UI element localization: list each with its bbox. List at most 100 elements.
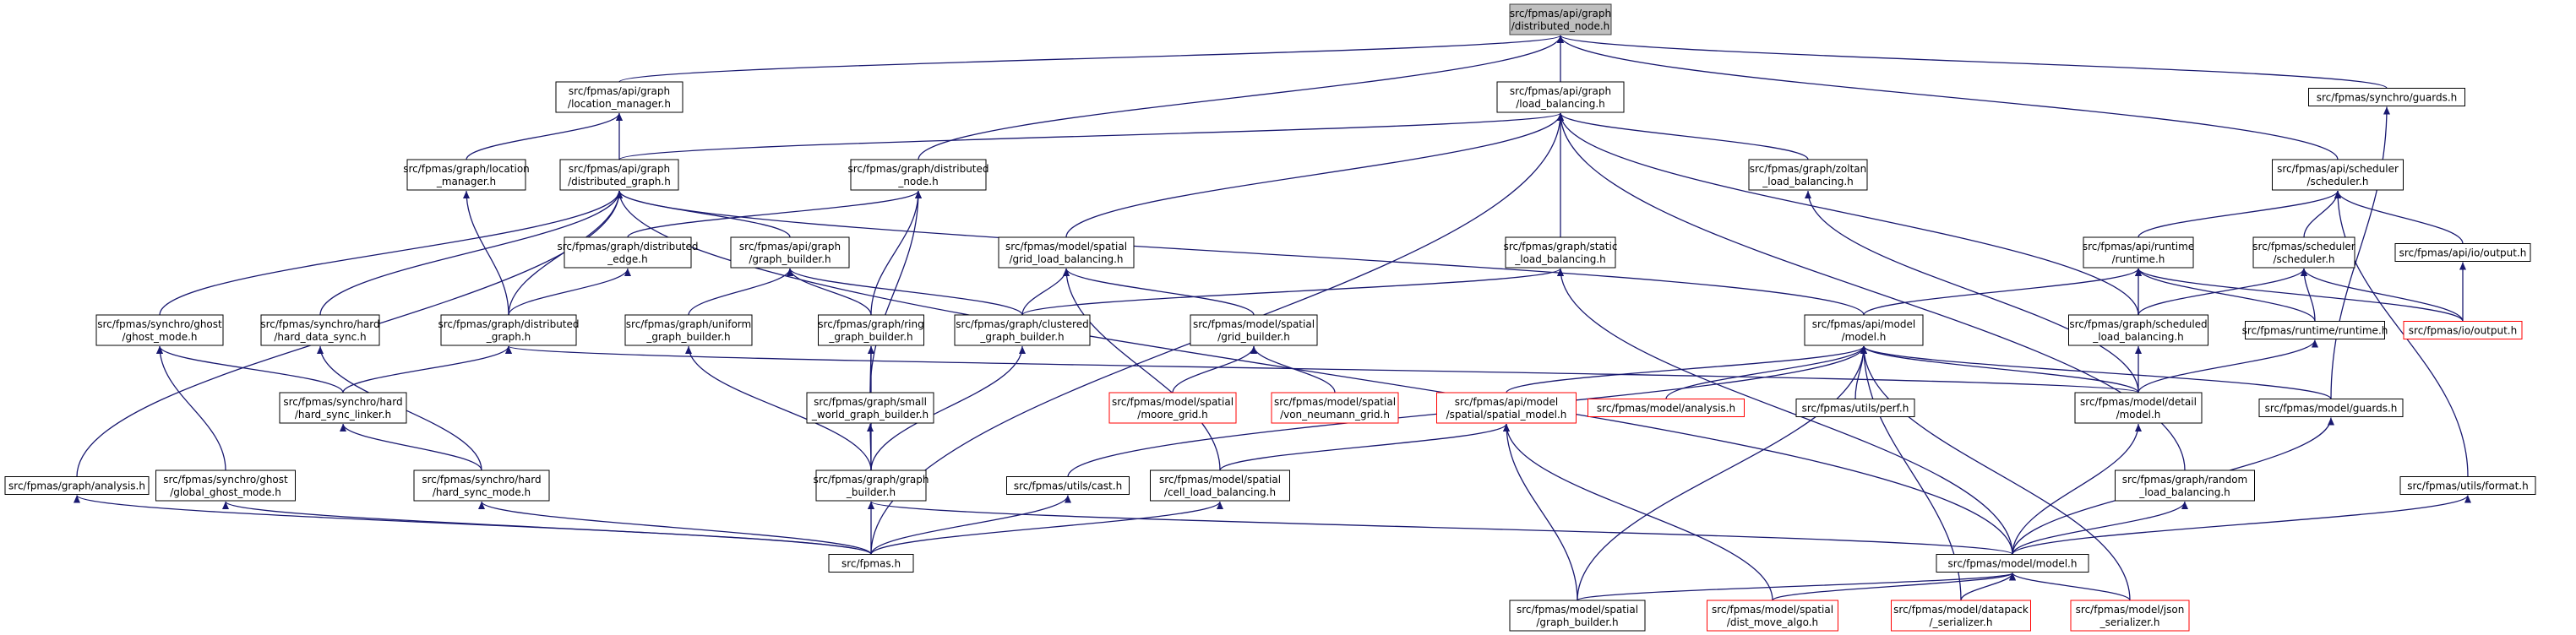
- graph-node-n38[interactable]: src/fpmas/synchro/hard/hard_sync_mode.h: [413, 469, 550, 502]
- graph-node-n14[interactable]: src/fpmas/scheduler/scheduler.h: [2252, 236, 2355, 269]
- node-label: src/fpmas/synchro/ghost: [97, 318, 222, 330]
- graph-node-n2[interactable]: src/fpmas/api/graph/load_balancing.h: [1496, 81, 1625, 113]
- node-label: src/fpmas/model/spatial: [1112, 396, 1234, 408]
- graph-node-n9[interactable]: src/fpmas/graph/distributed_edge.h: [557, 236, 699, 269]
- node-label: _graph.h: [486, 331, 531, 343]
- edge-n39-to-n19: [685, 345, 872, 471]
- graph-node-n36[interactable]: src/fpmas/graph/analysis.h: [4, 476, 150, 495]
- graph-node-n39[interactable]: src/fpmas/graph/graph_builder.h: [813, 469, 929, 502]
- edge-n34-to-n18: [505, 345, 2139, 393]
- node-box: [2115, 469, 2255, 502]
- node-label: src/fpmas/utils/cast.h: [1014, 480, 1122, 492]
- node-box: [2399, 476, 2536, 495]
- edge-n39-to-n21: [870, 345, 1026, 471]
- graph-node-n22[interactable]: src/fpmas/model/spatial/grid_builder.h: [1190, 314, 1318, 346]
- edge-n31-to-n23: [1506, 345, 1867, 393]
- graph-node-n49[interactable]: src/fpmas/model/json_serializer.h: [2070, 600, 2190, 632]
- graph-node-n5[interactable]: src/fpmas/api/graph/distributed_graph.h: [559, 159, 679, 191]
- graph-node-n41[interactable]: src/fpmas/model/spatial/cell_load_balanc…: [1150, 469, 1290, 502]
- edge-n21-to-n12: [1021, 268, 1564, 316]
- graph-node-n42[interactable]: src/fpmas/graph/random_load_balancing.h: [2115, 469, 2255, 502]
- graph-node-n8[interactable]: src/fpmas/api/scheduler/scheduler.h: [2272, 159, 2404, 191]
- node-label: _manager.h: [436, 176, 496, 187]
- graph-node-n35[interactable]: src/fpmas/model/guards.h: [2258, 399, 2404, 417]
- graph-node-n12[interactable]: src/fpmas/graph/static_load_balancing.h: [1504, 236, 1618, 269]
- node-label: /graph_builder.h: [1536, 616, 1618, 628]
- node-layer: src/fpmas/api/graph/distributed_node.hsr…: [4, 3, 2536, 632]
- node-label: /von_neumann_grid.h: [1280, 409, 1390, 421]
- graph-node-n28[interactable]: src/fpmas/graph/small_world_graph_builde…: [806, 392, 934, 424]
- node-label: /ghost_mode.h: [122, 331, 197, 343]
- graph-node-n6[interactable]: src/fpmas/graph/distributed_node.h: [847, 159, 989, 191]
- node-label: /dist_move_algo.h: [1727, 616, 1818, 628]
- graph-node-n21[interactable]: src/fpmas/graph/clustered_graph_builder.…: [954, 314, 1091, 346]
- graph-node-n24[interactable]: src/fpmas/graph/scheduled_load_balancing…: [2068, 314, 2208, 346]
- node-label: _node.h: [897, 176, 938, 187]
- graph-node-n3[interactable]: src/fpmas/synchro/guards.h: [2308, 88, 2465, 106]
- graph-node-n10[interactable]: src/fpmas/api/graph/graph_builder.h: [730, 236, 850, 269]
- node-label: src/fpmas/api/graph: [1510, 8, 1611, 19]
- node-label: src/fpmas/graph/distributed: [557, 241, 698, 252]
- node-box: [2308, 88, 2465, 106]
- edge-n6-to-n0: [918, 35, 1564, 160]
- node-label: src/fpmas/runtime/runtime.h: [2242, 325, 2388, 337]
- graph-node-n32[interactable]: src/fpmas/model/analysis.h: [1588, 399, 1745, 417]
- edge-n39-to-n28: [867, 423, 874, 471]
- graph-node-n0[interactable]: src/fpmas/api/graph/distributed_node.h: [1509, 3, 1612, 35]
- node-box: [624, 314, 753, 346]
- edge-n21-to-n11: [1021, 268, 1070, 316]
- edge-n27-to-n16: [156, 345, 344, 393]
- node-box: [954, 314, 1091, 346]
- graph-node-n4[interactable]: src/fpmas/graph/location_manager.h: [403, 159, 530, 191]
- graph-node-n33[interactable]: src/fpmas/utils/perf.h: [1795, 399, 1915, 417]
- node-label: _edge.h: [607, 253, 647, 265]
- node-box: [4, 476, 150, 495]
- node-label: src/fpmas/model/model.h: [1948, 558, 2078, 570]
- graph-node-n26[interactable]: src/fpmas/io/output.h: [2403, 321, 2523, 339]
- graph-node-n40[interactable]: src/fpmas/utils/cast.h: [1006, 476, 1130, 495]
- graph-node-n27[interactable]: src/fpmas/synchro/hard/hard_sync_linker.…: [279, 392, 407, 424]
- graph-node-n48[interactable]: src/fpmas/model/datapack/_serializer.h: [1891, 600, 2031, 632]
- graph-node-n15[interactable]: src/fpmas/api/io/output.h: [2394, 243, 2531, 262]
- graph-node-n20[interactable]: src/fpmas/graph/ring_graph_builder.h: [818, 314, 924, 346]
- graph-node-n47[interactable]: src/fpmas/model/spatial/dist_move_algo.h: [1707, 600, 1838, 632]
- graph-node-n31[interactable]: src/fpmas/api/model/spatial/spatial_mode…: [1436, 392, 1577, 424]
- graph-node-n23[interactable]: src/fpmas/api/model/model.h: [1804, 314, 1924, 346]
- node-label: src/fpmas/utils/perf.h: [1802, 403, 1909, 415]
- graph-node-n19[interactable]: src/fpmas/graph/uniform_graph_builder.h: [624, 314, 753, 346]
- graph-node-n43[interactable]: src/fpmas/utils/format.h: [2399, 476, 2536, 495]
- graph-node-n18[interactable]: src/fpmas/graph/distributed_graph.h: [438, 314, 580, 346]
- node-box: [806, 392, 934, 424]
- graph-node-n44[interactable]: src/fpmas.h: [828, 554, 914, 573]
- node-label: src/fpmas/graph/random: [2122, 474, 2247, 486]
- node-box: [1271, 392, 1399, 424]
- edge-n46-to-n23: [1577, 345, 1867, 601]
- graph-node-n34[interactable]: src/fpmas/model/detail/model.h: [2074, 392, 2203, 424]
- node-box: [406, 159, 526, 191]
- node-box: [850, 159, 987, 191]
- graph-node-n7[interactable]: src/fpmas/graph/zoltan_load_balancing.h: [1748, 159, 1868, 191]
- node-label: src/fpmas/model/guards.h: [2265, 403, 2398, 415]
- graph-node-n30[interactable]: src/fpmas/model/spatial/von_neumann_grid…: [1271, 392, 1399, 424]
- edge-n30-to-n22: [1250, 345, 1336, 393]
- graph-node-n13[interactable]: src/fpmas/api/runtime/runtime.h: [2083, 236, 2194, 269]
- node-label: src/fpmas/api/graph: [569, 163, 670, 175]
- graph-node-n29[interactable]: src/fpmas/model/spatial/moore_grid.h: [1108, 392, 1237, 424]
- graph-node-n45[interactable]: src/fpmas/model/model.h: [1936, 554, 2089, 573]
- graph-node-n1[interactable]: src/fpmas/api/graph/location_manager.h: [555, 81, 683, 113]
- graph-node-n11[interactable]: src/fpmas/model/spatial/grid_load_balanc…: [998, 236, 1135, 269]
- graph-node-n25[interactable]: src/fpmas/runtime/runtime.h: [2242, 321, 2388, 339]
- graph-node-n37[interactable]: src/fpmas/synchro/ghost/global_ghost_mod…: [155, 469, 296, 502]
- edge-n17-to-n5: [319, 190, 623, 316]
- edge-n45-to-n42: [2012, 501, 2188, 555]
- edge-n49-to-n45: [2009, 572, 2131, 601]
- edge-n44-to-n40: [870, 495, 1071, 555]
- graph-node-n46[interactable]: src/fpmas/model/spatial/graph_builder.h: [1509, 600, 1646, 632]
- node-label: /scheduler.h: [2306, 176, 2368, 187]
- graph-node-n17[interactable]: src/fpmas/synchro/hard/hard_data_sync.h: [260, 314, 380, 346]
- node-label: src/fpmas/graph/static: [1504, 241, 1618, 252]
- node-box: [818, 314, 924, 346]
- node-box: [1496, 81, 1625, 113]
- node-box: [2403, 321, 2523, 339]
- graph-node-n16[interactable]: src/fpmas/synchro/ghost/ghost_mode.h: [95, 314, 224, 346]
